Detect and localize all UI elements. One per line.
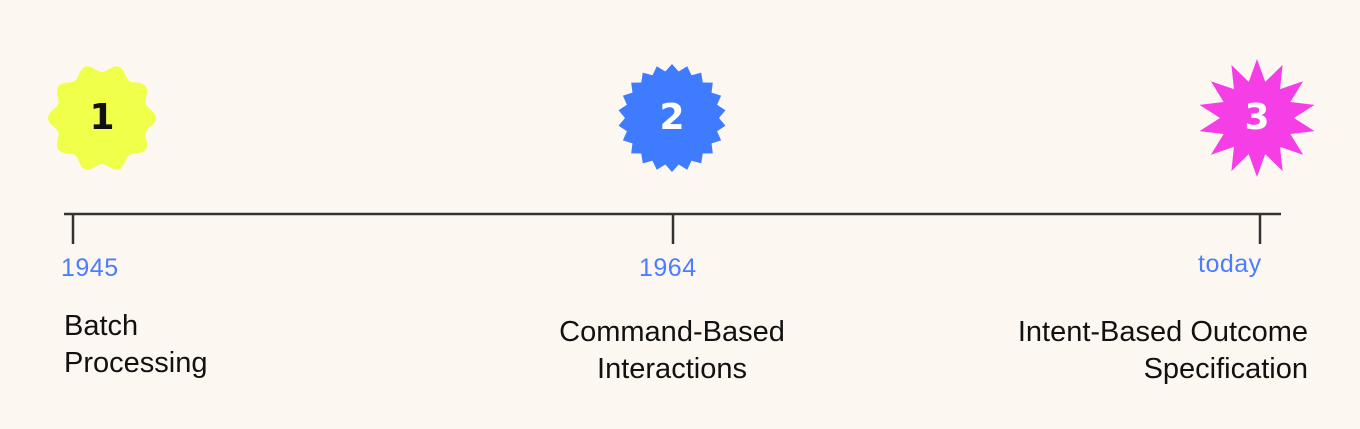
milestone-number-1: 1 [89,97,115,138]
milestone-label-3-line-2: Specification [1143,353,1308,385]
scalloped-badge-icon [48,66,156,170]
milestone-label-2-line-2: Interactions [597,353,747,385]
serrated-badge-icon [618,64,726,172]
milestone-label-2-line-1: Command-Based [559,316,785,348]
star-burst-icon [1199,59,1315,177]
milestone-label-3: Intent-Based Outcome Specification [1018,314,1308,388]
milestone-label-2: Command-Based Interactions [522,314,822,388]
milestone-number-3: 3 [1244,97,1270,138]
milestone-label-1: Batch Processing [64,308,207,382]
milestone-badge-3: 3 [1198,59,1316,177]
milestone-year-2: 1964 [639,254,697,282]
milestone-label-1-line-2: Processing [64,347,208,379]
milestone-year-3: today [1198,250,1262,278]
milestone-badge-1: 1 [48,64,156,172]
milestone-year-1: 1945 [61,254,119,282]
milestone-badge-2: 2 [618,64,726,172]
milestone-label-1-line-1: Batch [64,310,139,342]
milestone-number-2: 2 [659,97,685,138]
milestone-label-3-line-1: Intent-Based Outcome [1017,316,1308,348]
